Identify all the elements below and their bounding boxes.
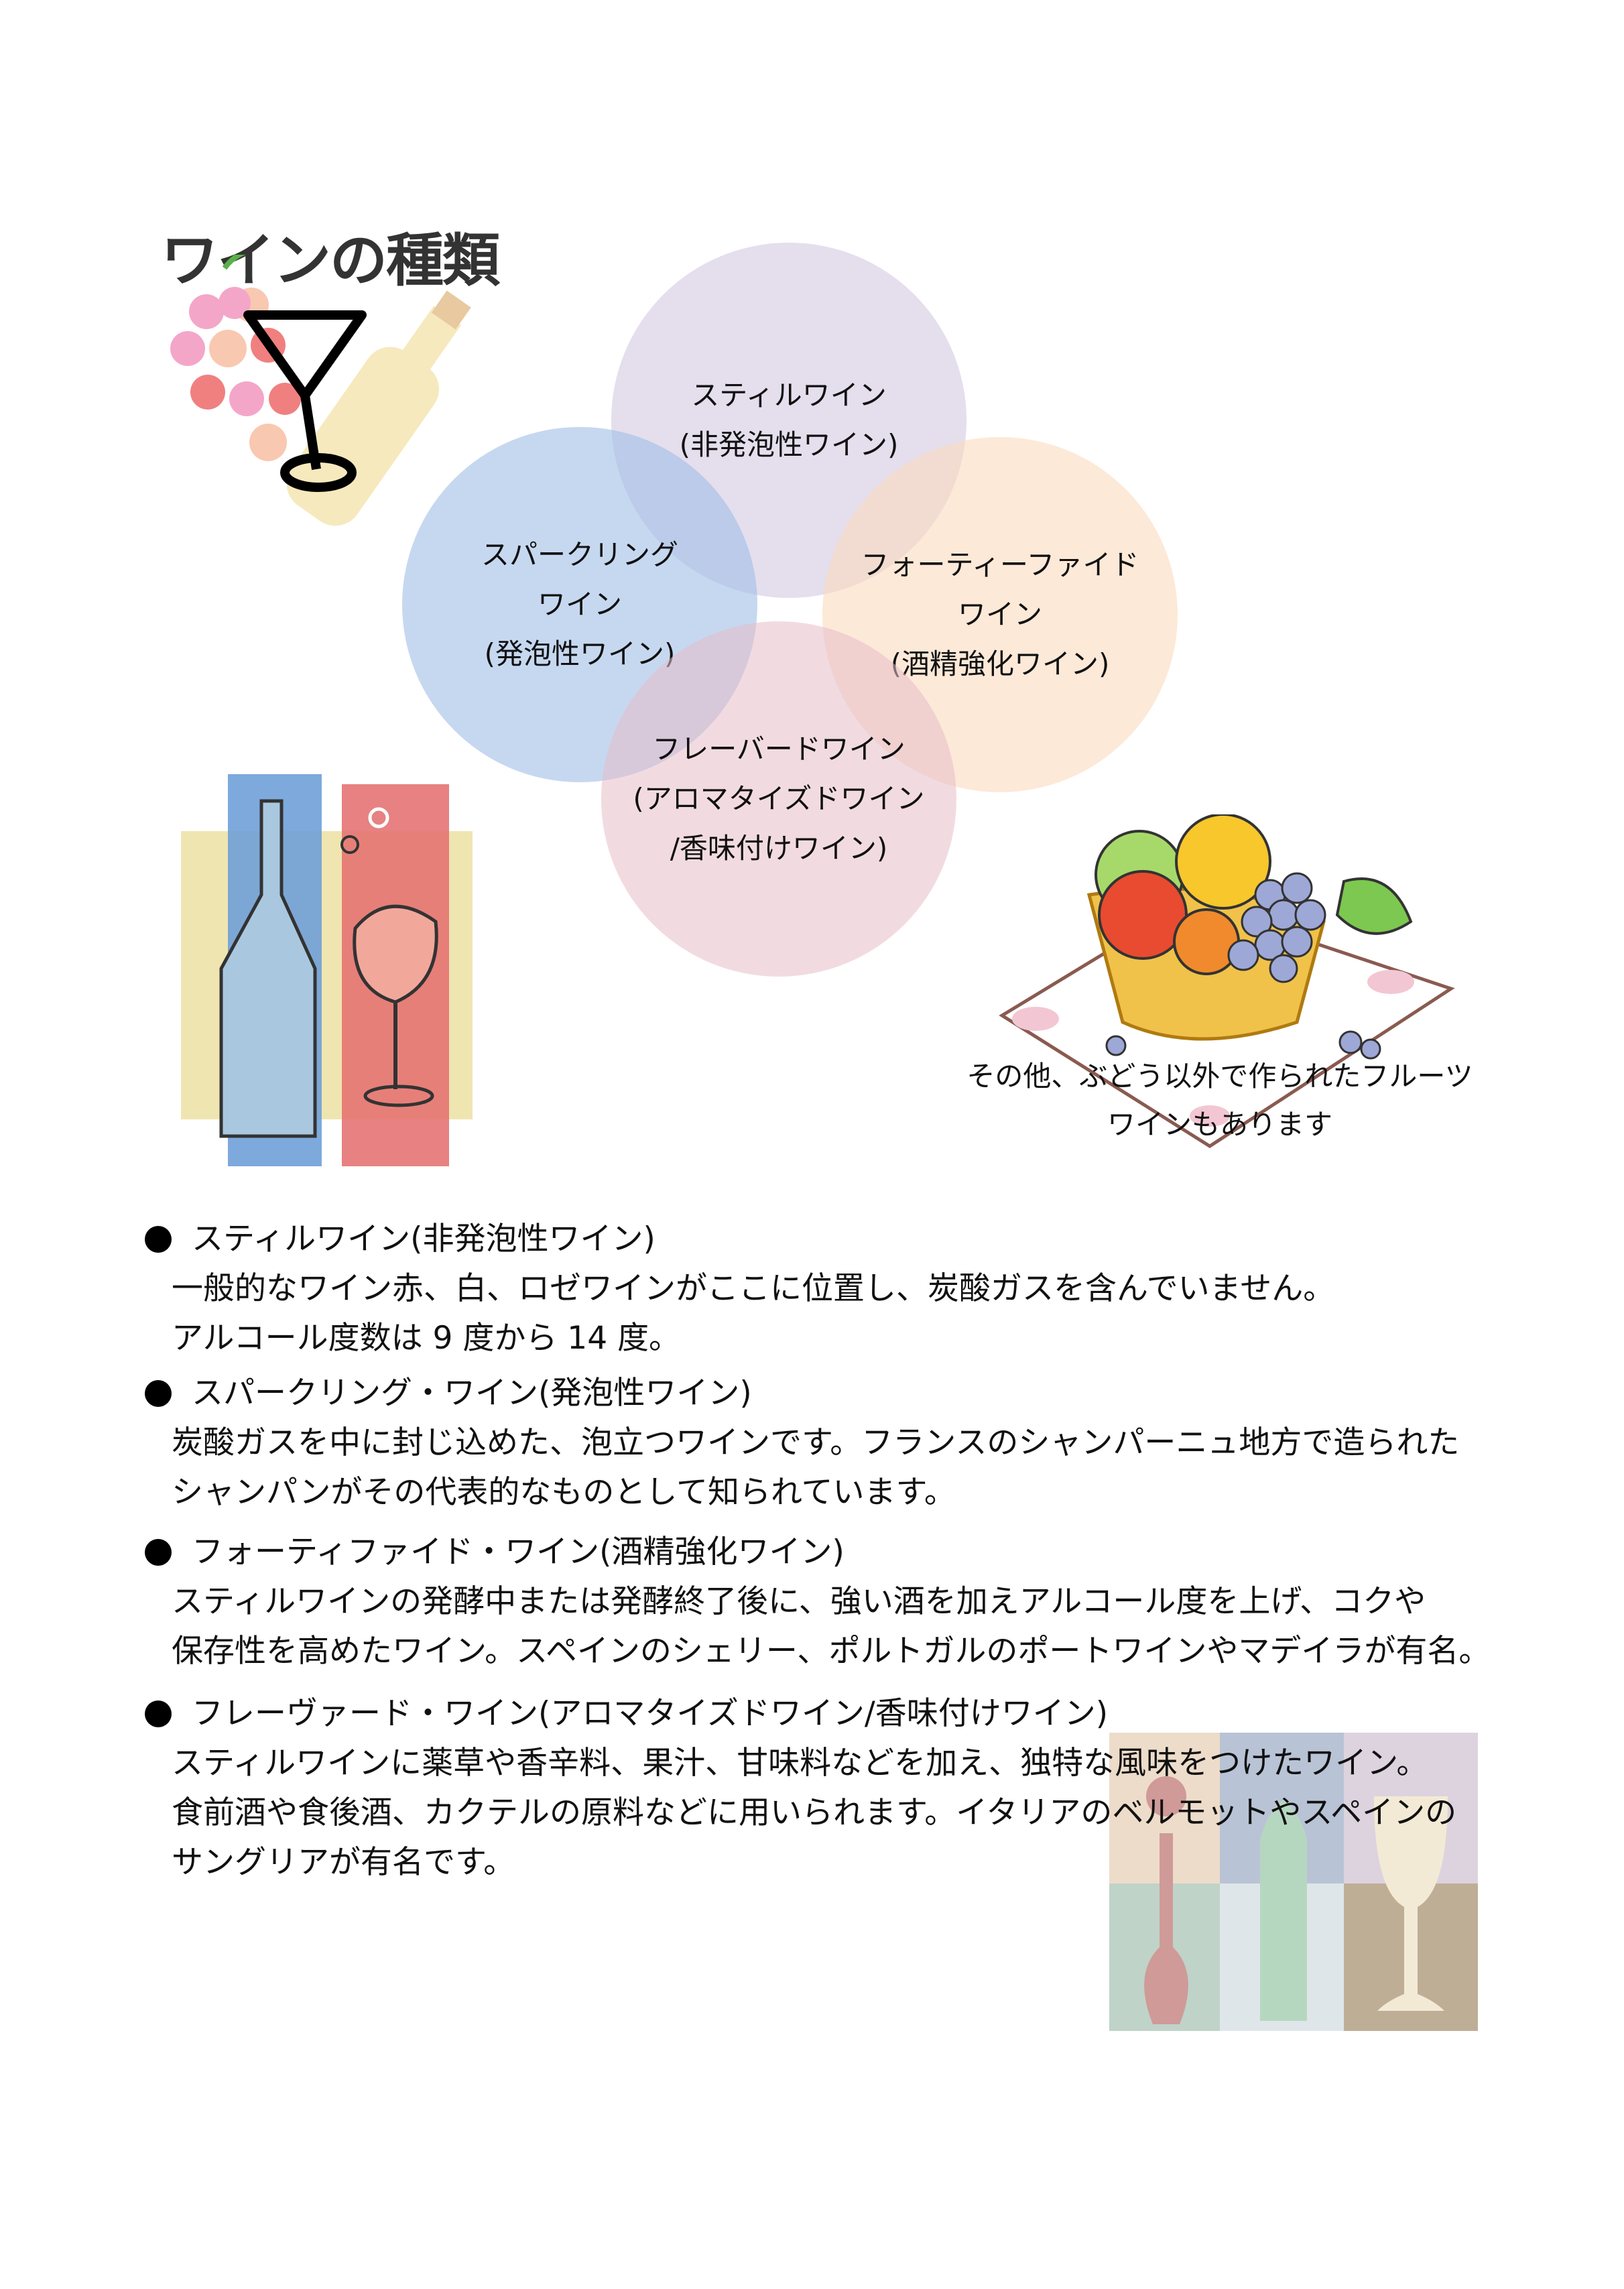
section-text: スティルワインの発酵中または発酵終了後に、強い酒を加えアルコール度を上げ、コクや (172, 1583, 1426, 1620)
circle-label: スパークリング (481, 538, 678, 571)
circle-sublabel: (発泡性ワイン) (484, 637, 676, 670)
section-sparkling-wine: スパークリング・ワイン(発泡性ワイン) 炭酸ガスを中に封じ込めた、泡立つワインで… (141, 1369, 1459, 1518)
caption-line: その他、ぶどう以外で作られたフルーツ (966, 1060, 1473, 1093)
circle-sublabel: (アロマタイズドワイン (633, 782, 925, 815)
circle-label: ワイン (957, 598, 1042, 631)
bullet-icon (145, 1380, 172, 1407)
flavored-wine-decor-illustration (1109, 1733, 1478, 2031)
section-text: 炭酸ガスを中に封じ込めた、泡立つワインです。フランスのシャンパーニュ地方で造られ… (172, 1424, 1460, 1461)
section-flavored-wine: フレーヴァード・ワイン(アロマタイズドワイン/香味付けワイン) スティルワインに… (141, 1689, 1456, 1888)
section-still-wine: スティルワイン(非発泡性ワイン) 一般的なワイン赤、白、ロゼワインがここに位置し… (141, 1215, 1334, 1363)
section-text: 一般的なワイン赤、白、ロゼワインがここに位置し、炭酸ガスを含んでいません。 (172, 1270, 1335, 1307)
diagram-circle-sparkling-wine: スパークリング ワイン (発泡性ワイン) (402, 427, 757, 782)
section-text: 保存性を高めたワイン。スペインのシェリー、ポルトガルのポートワインやマデイラが有… (172, 1633, 1491, 1670)
section-text: シャンパンがその代表的なものとして知られています。 (172, 1474, 956, 1511)
bullet-icon (145, 1539, 172, 1566)
fruit-wine-caption: その他、ぶどう以外で作られたフルーツ ワインもあります (965, 1052, 1475, 1149)
page-title: ワインの種類 (161, 227, 500, 294)
section-heading: フォーティファイド・ワイン(酒精強化ワイン) (192, 1534, 845, 1570)
section-heading: スパークリング・ワイン(発泡性ワイン) (192, 1375, 752, 1412)
bottle-glass-illustration (181, 774, 473, 1166)
bullet-icon (145, 1700, 172, 1727)
section-text: 食前酒や食後酒、カクテルの原料などに用いられます。イタリアのベルモットやスペイン… (172, 1794, 1457, 1831)
diagram-circle-flavored-wine: フレーバードワイン (アロマタイズドワイン /香味付けワイン) (601, 621, 956, 977)
wine-glass-grapes-illustration (170, 255, 471, 526)
circle-label: フレーバードワイン (652, 733, 905, 765)
circle-label: フォーティーファイド (861, 548, 1139, 581)
circle-sublabel: (酒精強化ワイン) (890, 647, 1110, 680)
section-fortified-wine: フォーティファイド・ワイン(酒精強化ワイン) スティルワインの発酵中または発酵終… (141, 1528, 1490, 1676)
circle-sublabel: /香味付けワイン) (670, 832, 888, 865)
section-text: サングリアが有名です。 (172, 1844, 515, 1881)
fruit-basket-illustration (999, 814, 1455, 1148)
circle-sublabel: (非発泡性ワイン) (679, 428, 899, 461)
circle-label: スティルワイン (691, 379, 887, 412)
bullet-icon (145, 1226, 172, 1253)
section-text: スティルワインに薬草や香辛料、果汁、甘味料などを加え、独特な風味をつけたワイン。 (172, 1745, 1428, 1782)
circle-label: ワイン (537, 588, 622, 621)
section-heading: フレーヴァード・ワイン(アロマタイズドワイン/香味付けワイン) (192, 1695, 1109, 1732)
section-heading: スティルワイン(非発泡性ワイン) (192, 1221, 655, 1257)
caption-line: ワインもあります (1107, 1108, 1332, 1141)
section-text: アルコール度数は 9 度から 14 度。 (172, 1320, 681, 1357)
